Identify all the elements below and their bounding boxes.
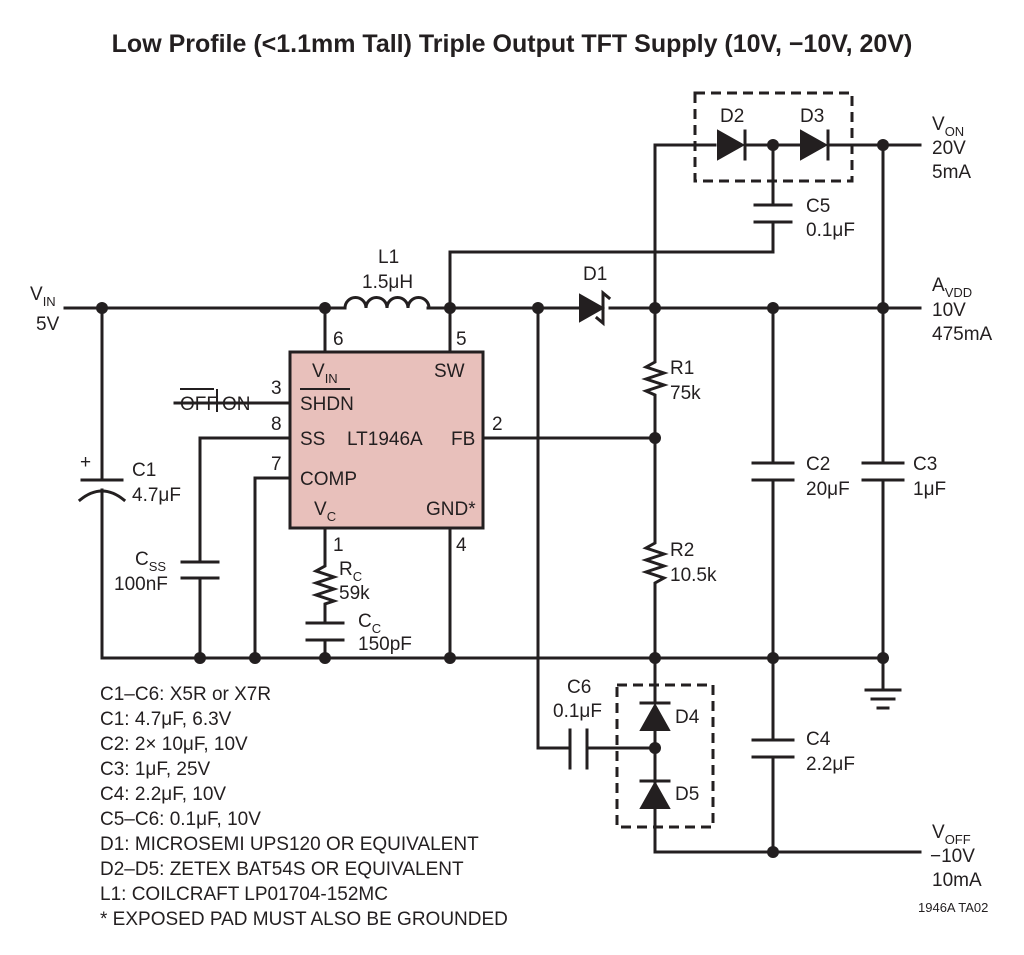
capacitor-css: CSS 100nF — [114, 549, 220, 595]
note-line: C5–C6: 0.1μF, 10V — [100, 809, 261, 830]
note-line: C1–C6: X5R or X7R — [100, 684, 271, 705]
pin-fb-label: FB — [451, 429, 475, 450]
l1-value: 1.5μH — [362, 272, 413, 293]
c5-ref: C5 — [806, 196, 830, 217]
von-name: VON — [932, 114, 964, 139]
capacitor-c5: C5 0.1μF — [753, 196, 855, 241]
note-line: L1: COILCRAFT LP01704-152MC — [100, 884, 388, 905]
component-notes: C1–C6: X5R or X7R C1: 4.7μF, 6.3V C2: 2×… — [100, 684, 508, 930]
avdd-voltage: 10V — [932, 300, 966, 321]
figure-id: 1946A TA02 — [918, 900, 988, 915]
resistor-rc: RC 59k — [311, 559, 370, 608]
vin-terminal: VIN 5V — [30, 284, 60, 335]
cc-value: 150pF — [358, 634, 412, 655]
capacitor-c1: + C1 4.7μF — [77, 452, 181, 506]
rc-value: 59k — [339, 583, 370, 604]
d1-ref: D1 — [583, 264, 607, 285]
c3-value: 1μF — [913, 479, 946, 500]
c5-value: 0.1μF — [806, 220, 855, 241]
avdd-name: AVDD — [932, 275, 972, 300]
c4-value: 2.2μF — [806, 754, 855, 775]
pin-number: 2 — [492, 414, 503, 435]
capacitor-cc: CC 150pF — [305, 611, 412, 655]
c1-value: 4.7μF — [132, 485, 181, 506]
c6-ref: C6 — [567, 677, 591, 698]
css-ref: CSS — [135, 549, 166, 574]
diode-d4-d5: D4 D5 — [615, 683, 715, 829]
diode-d1: D1 — [579, 264, 612, 327]
pin-sw-label: SW — [434, 361, 465, 382]
c1-plus: + — [80, 452, 91, 473]
pin-ss-label: SS — [300, 429, 325, 450]
note-line: * EXPOSED PAD MUST ALSO BE GROUNDED — [100, 909, 508, 930]
avdd-current: 475mA — [932, 324, 993, 345]
capacitor-c3: C3 1μF — [861, 454, 946, 500]
lt1946a-ic: VIN SW SHDN SS LT1946A FB COMP VC GND* 6… — [271, 329, 503, 556]
on-label: ON — [222, 394, 251, 415]
pin-number: 4 — [456, 535, 467, 556]
cc-ref: CC — [358, 611, 381, 636]
vin-name: VIN — [30, 284, 56, 309]
ic-name: LT1946A — [347, 429, 423, 450]
r1-value: 75k — [670, 383, 701, 404]
note-line: D1: MICROSEMI UPS120 OR EQUIVALENT — [100, 834, 479, 855]
voff-terminal: VOFF −10V 10mA — [930, 822, 982, 891]
pin-vc-label: VC — [314, 499, 336, 524]
l1-ref: L1 — [378, 247, 399, 268]
c4-ref: C4 — [806, 729, 831, 750]
c1-ref: C1 — [132, 460, 156, 481]
figure-title: Low Profile (<1.1mm Tall) Triple Output … — [112, 30, 913, 58]
c3-ref: C3 — [913, 454, 937, 475]
pin-vin-label: VIN — [312, 361, 338, 386]
inductor-l1: L1 1.5μH — [343, 247, 431, 310]
von-terminal: VON 20V 5mA — [932, 114, 971, 183]
von-voltage: 20V — [932, 138, 966, 159]
c2-ref: C2 — [806, 454, 830, 475]
capacitor-c6: C6 0.1μF — [553, 677, 602, 770]
off-on-label: OFF ON — [180, 388, 251, 415]
css-value: 100nF — [114, 574, 168, 595]
von-current: 5mA — [932, 162, 971, 183]
d5-ref: D5 — [675, 784, 699, 805]
pin-comp-label: COMP — [300, 469, 357, 490]
pin-number: 3 — [271, 378, 282, 399]
rc-ref: RC — [339, 559, 362, 584]
off-label: OFF — [180, 394, 218, 415]
r2-value: 10.5k — [670, 565, 717, 586]
note-line: C4: 2.2μF, 10V — [100, 784, 226, 805]
resistor-r1: R1 75k — [641, 356, 701, 404]
voff-voltage: −10V — [930, 846, 975, 867]
diode-d2-d3: D2 D3 — [693, 91, 854, 183]
capacitor-c2: C2 20μF — [751, 454, 850, 500]
junction-dots — [96, 139, 889, 858]
note-line: C1: 4.7μF, 6.3V — [100, 709, 232, 730]
c2-value: 20μF — [806, 479, 850, 500]
pin-number: 6 — [333, 329, 344, 350]
note-line: D2–D5: ZETEX BAT54S OR EQUIVALENT — [100, 859, 464, 880]
note-line: C2: 2× 10μF, 10V — [100, 734, 248, 755]
pin-number: 7 — [271, 454, 282, 475]
pin-number: 5 — [456, 329, 467, 350]
pin-number: 8 — [271, 414, 282, 435]
voff-current: 10mA — [932, 870, 982, 891]
note-line: C3: 1μF, 25V — [100, 759, 211, 780]
c6-value: 0.1μF — [553, 701, 602, 722]
pin-gnd-label: GND* — [426, 499, 476, 520]
capacitor-c4: C4 2.2μF — [751, 729, 855, 775]
d3-ref: D3 — [800, 106, 824, 127]
r1-ref: R1 — [670, 358, 694, 379]
r2-ref: R2 — [670, 540, 694, 561]
resistor-r2: R2 10.5k — [641, 536, 717, 590]
avdd-terminal: AVDD 10V 475mA — [932, 275, 993, 345]
d2-ref: D2 — [720, 106, 744, 127]
d4-ref: D4 — [675, 707, 700, 728]
vin-voltage: 5V — [36, 314, 60, 335]
voff-name: VOFF — [932, 822, 971, 847]
pin-shdn-label: SHDN — [300, 394, 354, 415]
pin-number: 1 — [333, 535, 344, 556]
